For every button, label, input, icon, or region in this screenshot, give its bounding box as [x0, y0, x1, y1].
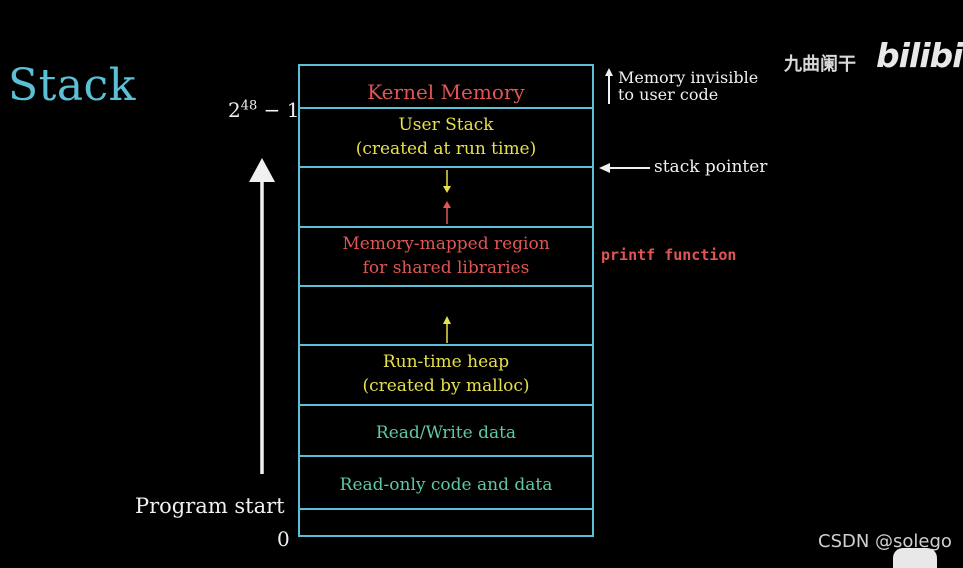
segment-user-stack: User Stack (created at run time): [298, 113, 594, 161]
stack-pointer-arrow: [599, 163, 650, 173]
user-stack-line1: User Stack: [398, 115, 494, 135]
user-stack-line2: (created at run time): [355, 139, 537, 159]
divider-gap-bottom: [298, 344, 594, 346]
kernel-note-line1: Memory invisible: [618, 68, 759, 87]
mmap-line1: Memory-mapped region: [342, 234, 550, 254]
csdn-credit: CSDN @solego: [818, 531, 952, 552]
segment-read-write-data: Read/Write data: [375, 423, 517, 443]
heap-growth-arrow: [443, 316, 451, 343]
divider-mmap: [298, 285, 594, 287]
kernel-note-arrow: [605, 68, 613, 104]
heap-line1: Run-time heap: [382, 352, 510, 372]
stack-pointer-label: stack pointer: [654, 157, 768, 177]
segment-memory-mapped: Memory-mapped region for shared librarie…: [298, 232, 594, 280]
divider-stack: [298, 166, 594, 168]
top-address-base: 2: [228, 98, 241, 122]
divider-rw: [298, 455, 594, 457]
page-title: Stack: [8, 60, 136, 111]
memory-layout-box: [298, 64, 594, 537]
mmap-line2: for shared libraries: [362, 258, 530, 278]
channel-watermark: 九曲阑干: [784, 54, 856, 75]
bottom-address-label: 0: [277, 527, 290, 551]
bilibili-logo: bilibili: [876, 36, 963, 75]
top-address-exponent: 48: [240, 98, 258, 114]
segment-kernel-memory: Kernel Memory: [367, 80, 525, 104]
mascot-icon: [893, 548, 937, 568]
segment-heap: Run-time heap (created by malloc): [298, 350, 594, 398]
printf-function-label: printf function: [601, 246, 737, 264]
divider-gap-top: [298, 226, 594, 228]
mmap-growth-arrow: [443, 201, 451, 224]
kernel-note: Memory invisible to user code: [618, 69, 758, 103]
stack-growth-arrow: [443, 170, 451, 193]
divider-ro: [298, 508, 594, 510]
top-address-suffix: − 1: [257, 98, 300, 122]
top-address-label: 248 − 1: [228, 98, 299, 122]
heap-line2: (created by malloc): [362, 376, 530, 396]
kernel-note-line2: to user code: [618, 85, 719, 104]
segment-read-only-code: Read-only code and data: [339, 475, 553, 495]
divider-kernel: [298, 107, 594, 109]
divider-heap: [298, 404, 594, 406]
program-start-label: Program start: [135, 494, 285, 518]
program-growth-arrow: [249, 158, 275, 474]
